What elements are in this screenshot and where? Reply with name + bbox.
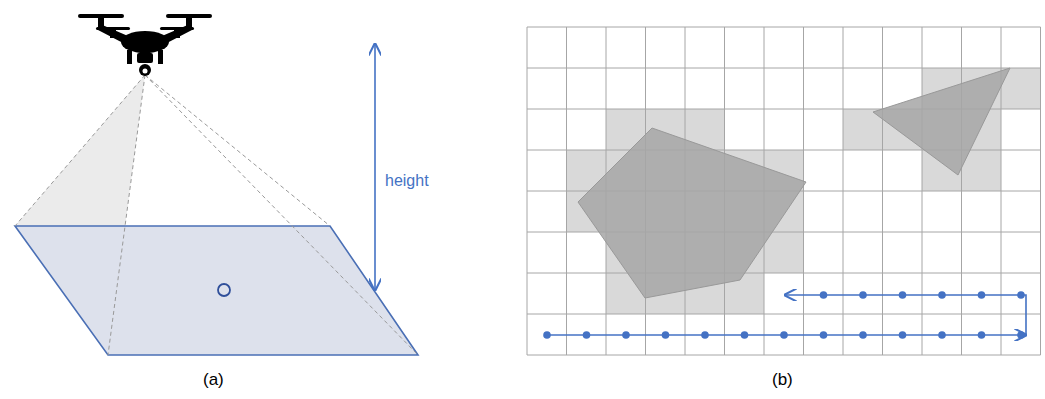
grid [527, 27, 1041, 355]
height-arrow [374, 44, 376, 290]
coverage-path [543, 291, 1026, 339]
dimension-label: height [385, 172, 429, 190]
obstacles [578, 68, 1010, 298]
panel-label: (b) [772, 370, 793, 390]
panel-label: (a) [203, 370, 224, 390]
footprint-pyramid [15, 75, 418, 355]
drone-icon [78, 14, 212, 76]
